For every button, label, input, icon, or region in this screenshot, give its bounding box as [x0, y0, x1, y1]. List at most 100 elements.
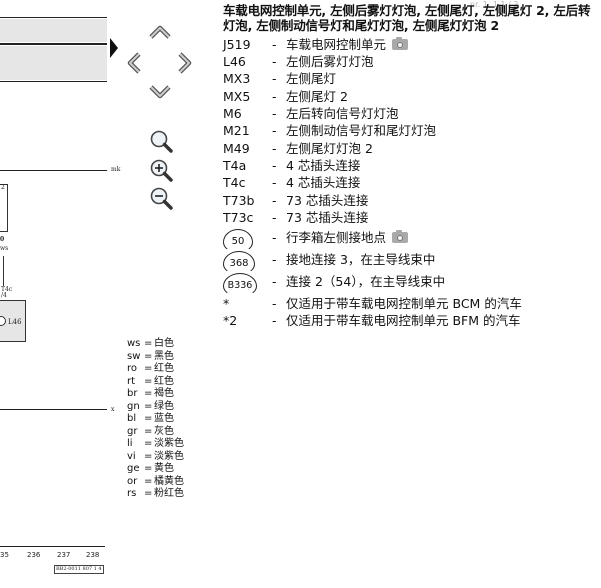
color-code: rt — [127, 375, 136, 387]
color-code-eq: = — [144, 425, 153, 437]
legend-dash: - — [272, 252, 277, 267]
connector-pin-label: /4 — [1, 292, 7, 299]
legend-desc-text: 行李箱左侧接地点 — [286, 230, 387, 245]
color-name: 红色 — [154, 363, 174, 374]
color-name: 粉红色 — [154, 488, 184, 499]
legend-code: T73c — [223, 210, 254, 225]
legend-desc: 左侧尾灯 — [286, 71, 337, 86]
color-name: 黄色 — [154, 463, 174, 474]
color-code: br — [127, 388, 138, 399]
note-desc: 仅适用于带车载电网控制单元 BCM 的汽车 — [286, 296, 522, 311]
color-name: 橘黄色 — [154, 475, 184, 487]
connector-box — [0, 184, 8, 232]
color-code-eq: = — [144, 463, 153, 474]
color-code: li — [127, 438, 133, 449]
page-title: 车载电网控制单元, 左侧后雾灯灯泡, 左侧尾灯, 左侧尾灯 2, 左后转 灯泡,… — [223, 3, 601, 33]
legend-dash: - — [272, 106, 277, 121]
legend-code: MX3 — [223, 71, 251, 86]
diagram-line — [0, 43, 107, 45]
ground-point-symbol: 368 — [223, 251, 255, 275]
color-name: 蓝色 — [154, 413, 174, 424]
wire — [0, 256, 4, 286]
legend-dash: - — [272, 210, 277, 225]
legend-code: MX5 — [223, 89, 251, 104]
diagram-marker: x — [111, 406, 115, 413]
color-code: rs — [127, 488, 137, 499]
zoom-out-icon[interactable] — [148, 185, 174, 211]
bulb-l46-box: L46 — [0, 300, 26, 342]
color-code-eq: = — [144, 475, 153, 487]
legend-dash: - — [272, 141, 277, 156]
color-name: 红色 — [154, 375, 174, 387]
legend-desc: 4 芯插头连接 — [286, 158, 361, 173]
diagram-band-bottom — [0, 46, 107, 80]
pan-down-chevron-icon[interactable] — [148, 84, 172, 100]
note-code: *2 — [223, 313, 238, 328]
color-code-eq: = — [144, 450, 153, 462]
color-name: 绿色 — [154, 400, 174, 412]
legend-code: M6 — [223, 106, 242, 121]
document-number: BB2-0011 807 1 4 — [54, 565, 104, 574]
legend-code: M21 — [223, 123, 250, 138]
legend-code: T4a — [223, 158, 247, 173]
color-code: ws — [127, 338, 141, 349]
page-number: 35 — [0, 551, 9, 559]
legend-dash: - — [272, 175, 277, 190]
legend-dash: - — [272, 296, 277, 311]
zoom-in-icon[interactable] — [148, 157, 174, 183]
pin-label: 2 — [1, 184, 5, 191]
color-name: 白色 — [154, 338, 174, 349]
faded-header-text: nr. 1. 1.1 / 2 — [470, 0, 519, 9]
diagram-line — [0, 81, 107, 82]
page-number: 238 — [86, 551, 100, 559]
note-code: * — [223, 296, 230, 311]
color-code-eq: = — [144, 375, 153, 387]
color-code: bl — [127, 413, 137, 424]
legend-desc: 行李箱左侧接地点 — [286, 229, 409, 246]
legend-desc: 左侧后雾灯灯泡 — [286, 54, 374, 69]
diagram-marker: mk — [111, 166, 121, 173]
color-code-eq: = — [144, 413, 153, 424]
color-name: 黑色 — [154, 350, 174, 362]
color-code: ge — [127, 463, 140, 474]
connector-label: T4c — [1, 286, 13, 293]
color-code-eq: = — [144, 363, 153, 374]
legend-desc: 接地连接 3，在主导线束中 — [286, 252, 436, 267]
legend-desc: 左侧尾灯灯泡 2 — [286, 141, 373, 156]
pan-right-chevron-icon[interactable] — [177, 51, 193, 75]
legend-desc: 连接 2（54），在主导线束中 — [286, 274, 446, 289]
note-desc: 仅适用于带车载电网控制单元 BFM 的汽车 — [286, 313, 521, 328]
camera-icon[interactable] — [392, 230, 409, 243]
ground-point-symbol: B336 — [223, 273, 257, 297]
pin-label: 0 — [0, 236, 5, 243]
pan-left-chevron-icon[interactable] — [126, 51, 142, 75]
color-code: gn — [127, 400, 140, 412]
color-code-eq: = — [144, 400, 153, 412]
color-code-eq: = — [144, 338, 153, 349]
legend-dash: - — [272, 274, 277, 289]
legend-code: T4c — [223, 175, 246, 190]
zoom-fit-icon[interactable] — [148, 128, 174, 154]
color-name: 灰色 — [154, 425, 174, 437]
diagram-footer-line — [0, 546, 105, 547]
page-number: 236 — [27, 551, 41, 559]
color-code: vi — [127, 450, 136, 462]
legend-desc: 73 芯插头连接 — [286, 193, 369, 208]
diagram-band-top — [0, 19, 107, 42]
color-code-eq: = — [144, 388, 153, 399]
color-code-eq: = — [144, 350, 153, 362]
diagram-wire — [0, 170, 107, 171]
legend-dash: - — [272, 158, 277, 173]
legend-desc: 4 芯插头连接 — [286, 175, 361, 190]
legend-desc: 左侧制动信号灯和尾灯灯泡 — [286, 123, 437, 138]
legend-dash: - — [272, 71, 277, 86]
legend-dash: - — [272, 230, 277, 245]
pan-up-chevron-icon[interactable] — [148, 24, 172, 40]
color-code-eq: = — [144, 488, 153, 499]
legend-dash: - — [272, 193, 277, 208]
camera-icon[interactable] — [392, 37, 409, 50]
color-code-eq: = — [144, 438, 153, 449]
legend-desc: 左侧尾灯 2 — [286, 89, 348, 104]
expand-panel-arrow-icon[interactable] — [110, 38, 118, 58]
legend-dash: - — [272, 37, 277, 52]
